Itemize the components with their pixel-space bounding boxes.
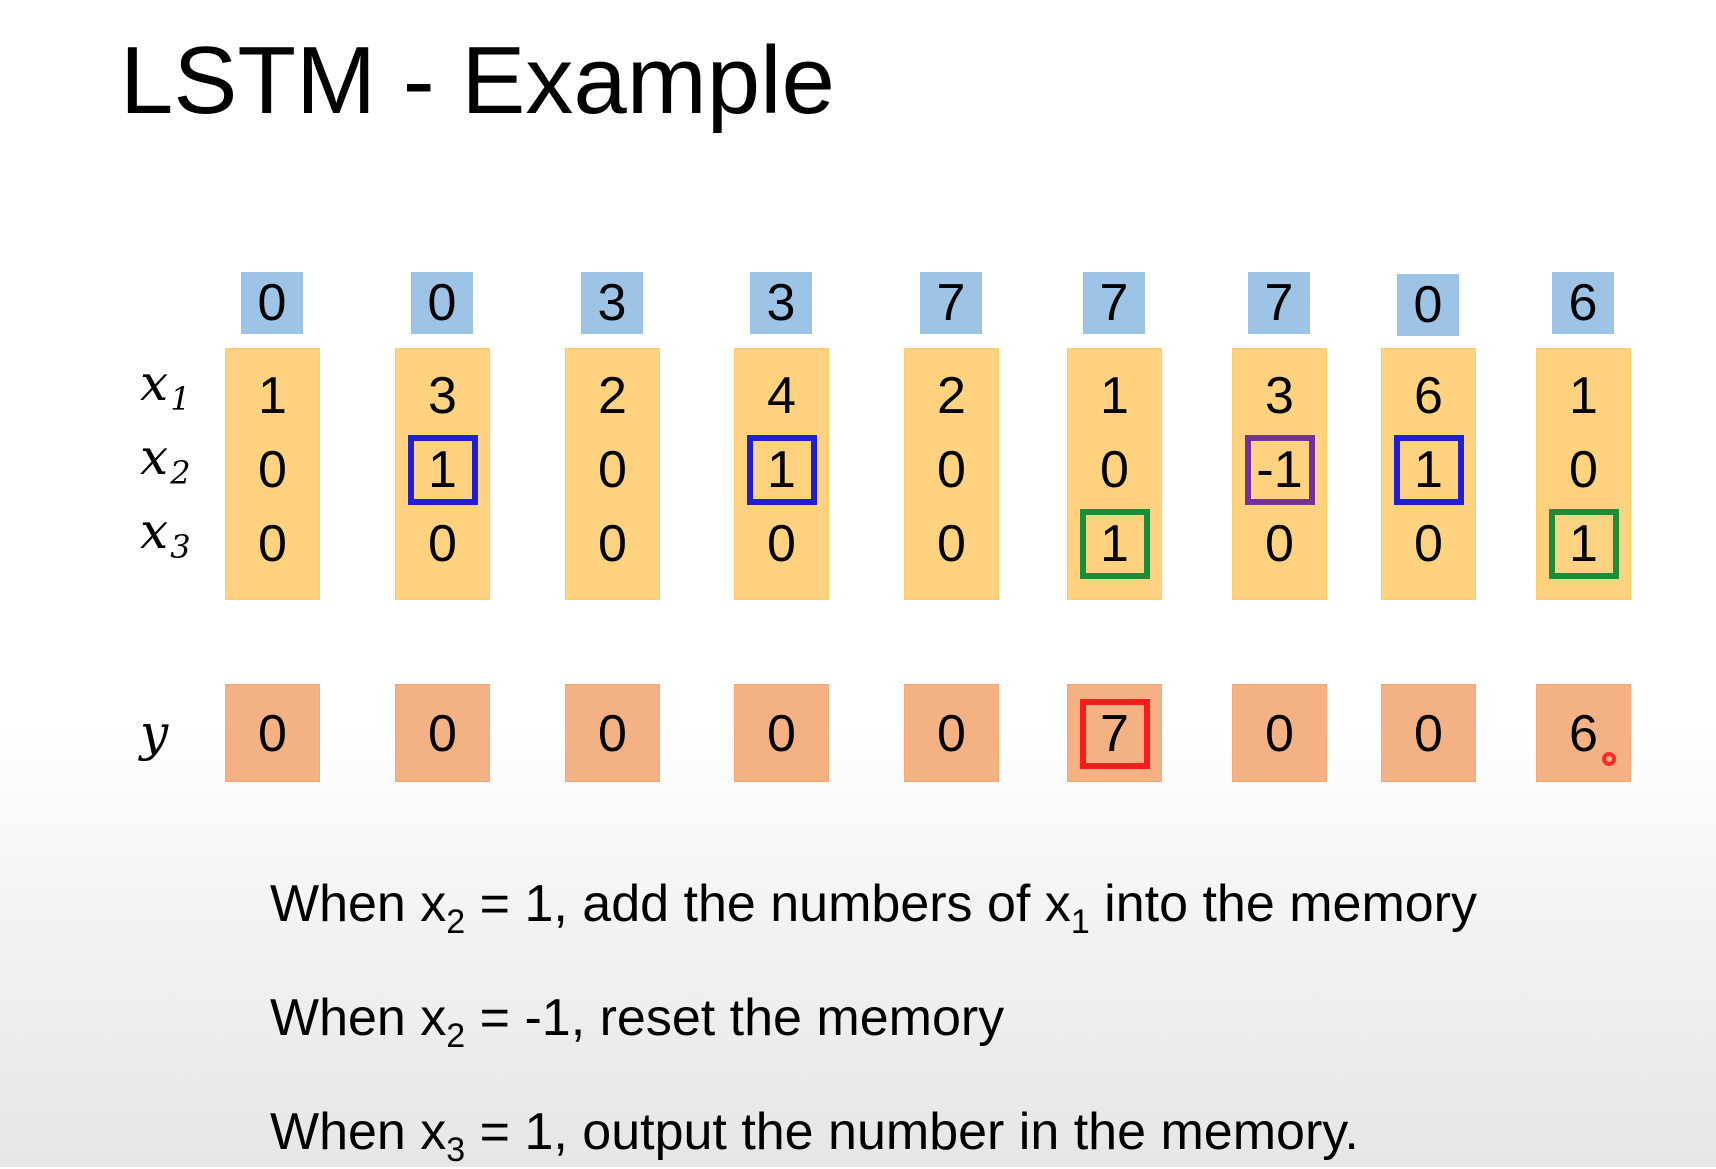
x3-value: 0 <box>258 515 287 573</box>
row-label-x1-base: x <box>140 354 169 412</box>
memory-box: 3 <box>581 272 643 334</box>
rule-output-pre: When x <box>270 1103 447 1161</box>
x2-value: 0 <box>1100 441 1129 499</box>
x2-value: 0 <box>1569 441 1598 499</box>
row-label-x3: x3 <box>140 506 210 563</box>
x3-value: 0 <box>767 515 796 573</box>
memory-box: 7 <box>1248 272 1310 334</box>
row-label-x2-sub: 2 <box>170 454 191 492</box>
rule-add: When x2 = 1, add the numbers of x1 into … <box>270 875 1477 941</box>
laser-pointer-dot <box>1602 752 1616 766</box>
y-value: 0 <box>937 705 966 763</box>
x3-value: 1 <box>1079 509 1150 579</box>
rule-add-pre: When x <box>270 875 447 933</box>
input-column: 3 1 0 <box>395 348 490 600</box>
y-value: 0 <box>258 705 287 763</box>
output-box: 0 <box>225 684 320 782</box>
x2-value: 0 <box>598 441 627 499</box>
x1-value: 3 <box>428 367 457 425</box>
x1-value: 1 <box>1569 367 1598 425</box>
input-column: 3 -1 0 <box>1232 348 1327 600</box>
x1-value: 3 <box>1265 367 1294 425</box>
row-label-y: y <box>140 704 169 762</box>
x2-value: 1 <box>407 435 478 505</box>
output-box: 0 <box>1381 684 1476 782</box>
input-column: 4 1 0 <box>734 348 829 600</box>
rule-reset: When x2 = -1, reset the memory <box>270 989 1005 1055</box>
output-box: 0 <box>1232 684 1327 782</box>
x1-value: 6 <box>1414 367 1443 425</box>
row-label-x2-base: x <box>140 428 169 486</box>
input-column: 1 0 0 <box>225 348 320 600</box>
x3-value: 0 <box>598 515 627 573</box>
input-column: 6 1 0 <box>1381 348 1476 600</box>
x2-value: 1 <box>746 435 817 505</box>
memory-box: 7 <box>920 272 982 334</box>
memory-box: 7 <box>1083 272 1145 334</box>
slide-title: LSTM - Example <box>120 27 835 134</box>
memory-box: 0 <box>411 272 473 334</box>
input-column: 2 0 0 <box>565 348 660 600</box>
row-label-x1-sub: 1 <box>170 380 191 418</box>
output-box: 0 <box>395 684 490 782</box>
x3-value: 0 <box>1414 515 1443 573</box>
rule-output: When x3 = 1, output the number in the me… <box>270 1103 1359 1169</box>
x3-value: 0 <box>428 515 457 573</box>
x3-value: 0 <box>937 515 966 573</box>
x2-value: 0 <box>937 441 966 499</box>
x3-value: 0 <box>1265 515 1294 573</box>
rule-add-mid: = 1, add the numbers of x <box>465 875 1071 933</box>
rule-reset-sub: 2 <box>446 1017 466 1055</box>
rule-add-post: into the memory <box>1089 875 1477 933</box>
input-column: 1 0 1 <box>1536 348 1631 600</box>
y-value: 0 <box>428 705 457 763</box>
y-value: 7 <box>1079 699 1150 769</box>
row-label-x3-base: x <box>140 502 169 560</box>
input-column: 2 0 0 <box>904 348 999 600</box>
rule-reset-pre: When x <box>270 989 447 1047</box>
y-value: 6 <box>1569 705 1598 763</box>
rule-add-sub2: 1 <box>1070 903 1090 941</box>
x1-value: 1 <box>258 367 287 425</box>
input-column: 1 0 1 <box>1067 348 1162 600</box>
y-value: 0 <box>1265 705 1294 763</box>
row-label-x2: x2 <box>140 432 210 489</box>
memory-box: 0 <box>241 272 303 334</box>
x3-value: 1 <box>1548 509 1619 579</box>
y-value: 0 <box>598 705 627 763</box>
rule-output-sub: 3 <box>446 1131 466 1169</box>
output-box: 0 <box>904 684 999 782</box>
output-box: 6 <box>1536 684 1631 782</box>
x1-value: 2 <box>598 367 627 425</box>
output-box: 0 <box>734 684 829 782</box>
row-label-x1: x1 <box>140 358 210 415</box>
rule-output-mid: = 1, output the number in the memory. <box>465 1103 1359 1161</box>
memory-box: 0 <box>1397 274 1459 336</box>
x1-value: 1 <box>1100 367 1129 425</box>
x1-value: 4 <box>767 367 796 425</box>
memory-box: 6 <box>1552 272 1614 334</box>
x2-value: -1 <box>1244 435 1315 505</box>
y-value: 0 <box>1414 705 1443 763</box>
output-box: 0 <box>565 684 660 782</box>
rule-reset-mid: = -1, reset the memory <box>465 989 1005 1047</box>
memory-box: 3 <box>750 272 812 334</box>
row-label-x3-sub: 3 <box>170 528 191 566</box>
output-box: 7 <box>1067 684 1162 782</box>
x1-value: 2 <box>937 367 966 425</box>
x2-value: 1 <box>1393 435 1464 505</box>
x2-value: 0 <box>258 441 287 499</box>
y-value: 0 <box>767 705 796 763</box>
rule-add-sub: 2 <box>446 903 466 941</box>
